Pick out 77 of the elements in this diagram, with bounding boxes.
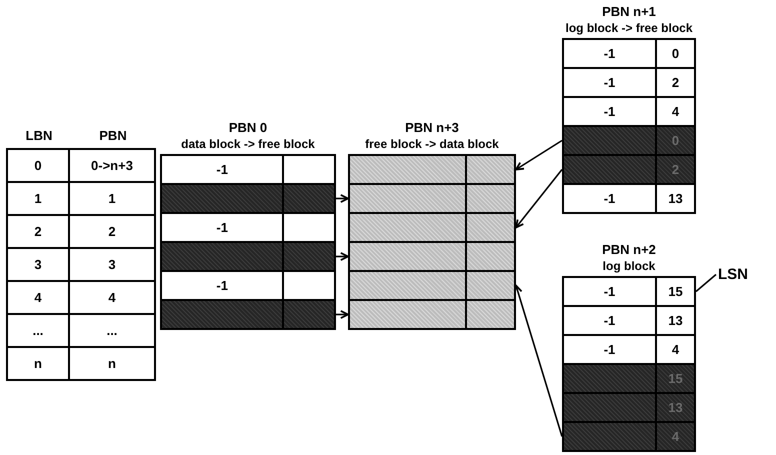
cell-value: 0 <box>672 133 680 148</box>
leader-line <box>695 274 717 292</box>
block-subtitle: log block -> free block <box>564 20 694 36</box>
cell-value: -1 <box>216 278 228 293</box>
page-row <box>564 156 694 183</box>
arrow <box>335 252 349 261</box>
cell-value: 15 <box>668 371 683 386</box>
table-cell: n <box>70 348 154 379</box>
arrow <box>335 194 349 203</box>
block-subtitle: data block -> free block <box>180 136 316 152</box>
page-row <box>162 243 334 270</box>
block-title: PBN n+3 <box>404 120 460 136</box>
arrow <box>515 169 563 228</box>
cell-value: 13 <box>668 400 683 415</box>
arrow <box>515 140 562 170</box>
cell-value: -1 <box>216 162 228 177</box>
page-row <box>564 69 694 96</box>
table-cell: 3 <box>8 249 68 280</box>
arrow <box>335 310 349 319</box>
cell-value: 2 <box>672 162 680 177</box>
cell-value: 15 <box>668 284 683 299</box>
cell-value: 0 <box>672 46 680 61</box>
block-title: PBN 0 <box>228 120 268 136</box>
block-title: PBN n+1 <box>601 4 657 20</box>
block-title: PBN n+2 <box>601 242 657 258</box>
page-row <box>162 272 334 299</box>
table-cell: 4 <box>70 282 154 313</box>
page-row <box>350 214 514 241</box>
cell-value: 13 <box>668 313 683 328</box>
table-cell: 2 <box>70 216 154 247</box>
column-header: PBN <box>98 128 128 143</box>
cell-value: 2 <box>672 75 680 90</box>
page-row <box>564 98 694 125</box>
page-row <box>162 214 334 241</box>
table-cell: 4 <box>8 282 68 313</box>
page-row <box>350 243 514 270</box>
page-row <box>564 127 694 154</box>
cell-value: 13 <box>668 191 683 206</box>
cell-value: -1 <box>604 75 616 90</box>
page-row <box>162 185 334 212</box>
table-cell: ... <box>8 315 68 346</box>
page-row <box>564 40 694 67</box>
table-cell: 1 <box>70 183 154 214</box>
page-row <box>350 185 514 212</box>
cell-value: -1 <box>216 220 228 235</box>
page-row <box>350 301 514 328</box>
cell-value: 4 <box>672 104 680 119</box>
cell-value: -1 <box>604 342 616 357</box>
block-subtitle: log block <box>602 258 656 274</box>
table-cell: 2 <box>8 216 68 247</box>
page-row <box>564 185 694 212</box>
cell-value: -1 <box>604 284 616 299</box>
page-row <box>564 278 694 305</box>
table-cell: ... <box>70 315 154 346</box>
page-row <box>564 365 694 392</box>
table-cell: 1 <box>8 183 68 214</box>
cell-value: -1 <box>604 46 616 61</box>
cell-value: -1 <box>604 313 616 328</box>
page-row <box>162 301 334 328</box>
page-row <box>350 156 514 183</box>
cell-value: 4 <box>672 342 680 357</box>
page-row <box>564 394 694 421</box>
page-row <box>564 423 694 450</box>
table-cell: 3 <box>70 249 154 280</box>
block-subtitle: free block -> data block <box>364 136 500 152</box>
cell-value: 4 <box>672 429 680 444</box>
column-header: LBN <box>24 128 54 143</box>
cell-value: -1 <box>604 191 616 206</box>
page-row <box>564 336 694 363</box>
table-cell: n <box>8 348 68 379</box>
annotation-text: LSN <box>718 266 748 283</box>
page-row <box>350 272 514 299</box>
page-row <box>564 307 694 334</box>
cell-value: -1 <box>604 104 616 119</box>
table-cell: 0 <box>8 150 68 181</box>
table-cell: 0->n+3 <box>70 150 154 181</box>
page-row <box>162 156 334 183</box>
